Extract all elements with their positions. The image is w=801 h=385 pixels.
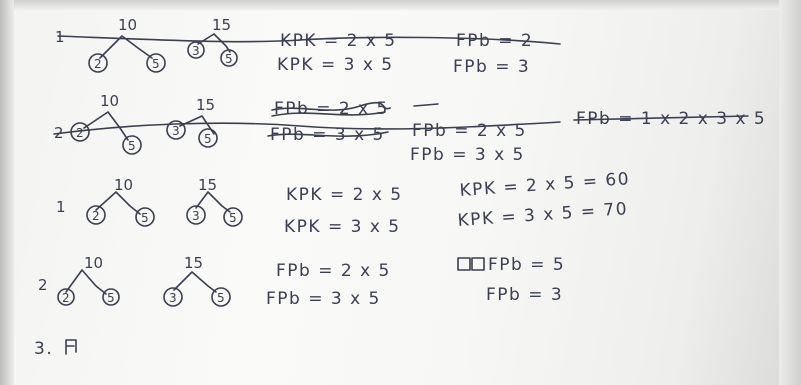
row-2-tree-b-left: 3 bbox=[172, 124, 180, 138]
row-1-tree-b-root: 15 bbox=[212, 16, 231, 34]
row-3: 1 10 2 5 15 3 5 KPK = 2 x 5 KPK = 3 x 5 … bbox=[56, 169, 631, 237]
row-2-col4-line2: FPb = 3 x 5 bbox=[410, 145, 525, 165]
row-3-tree-b-left-circle bbox=[186, 205, 206, 225]
row-2-col4-scribble bbox=[413, 103, 439, 107]
row-2-col4-line1: FPb = 2 x 5 bbox=[412, 121, 527, 141]
row-2-tree-b: 15 3 5 bbox=[166, 96, 218, 148]
paper-edge-right bbox=[779, 0, 801, 385]
row-3-tree-b-right-circle bbox=[223, 207, 243, 227]
row-1-tree-a: 10 2 5 bbox=[88, 16, 166, 73]
row-4-label: 2 bbox=[38, 276, 48, 294]
row-4-tree-a: 10 2 5 bbox=[57, 254, 120, 306]
row-4-col3-line1: FPb = 2 x 5 bbox=[276, 261, 391, 281]
footer-label: 3. bbox=[34, 339, 53, 359]
row-2-tree-a-right-circle bbox=[122, 135, 142, 155]
row-4: 2 10 2 5 15 3 5 FPb = 2 x 5 FPb = 3 x 5 … bbox=[38, 254, 565, 309]
row-1-tree-a-branches bbox=[99, 35, 153, 59]
row-1-col4-line1: FPb = 2 bbox=[456, 31, 533, 51]
row-4-tree-a-right: 5 bbox=[107, 291, 115, 305]
row-2-tree-a-root: 10 bbox=[100, 92, 119, 110]
row-4-tree-b-left: 3 bbox=[169, 291, 177, 305]
row-1-tree-b-right: 5 bbox=[225, 52, 233, 66]
row-1-tree-a-root: 10 bbox=[118, 16, 137, 34]
row-2: 2 10 2 5 15 3 5 FPb = 2 x 5 FPb = 3 x 5 … bbox=[53, 92, 766, 165]
row-3-col3-line2: KPK = 3 x 5 bbox=[284, 217, 401, 237]
row-2-tree-b-branches bbox=[179, 115, 215, 135]
footer-scribble bbox=[65, 339, 77, 355]
row-4-tree-a-left-circle bbox=[57, 288, 75, 306]
paper-edge-top bbox=[0, 0, 801, 10]
row-2-tree-a: 10 2 5 bbox=[70, 92, 142, 155]
row-4-tree-b-root: 15 bbox=[184, 254, 203, 272]
row-3-tree-b-branches bbox=[195, 191, 231, 213]
row-2-tree-b-right-circle bbox=[198, 128, 218, 148]
row-1-tree-b-branches bbox=[197, 33, 231, 53]
row-3-tree-a-left: 2 bbox=[92, 209, 100, 223]
row-1-strike-line bbox=[57, 35, 561, 45]
row-1-tree-a-left-circle bbox=[88, 53, 108, 73]
row-1-col4-line2: FPb = 3 bbox=[453, 57, 530, 77]
row-1-tree-b-left-circle bbox=[187, 41, 205, 59]
row-4-col4-line1: FPb = 5 bbox=[488, 255, 565, 275]
row-2-tree-a-left: 2 bbox=[76, 126, 84, 140]
row-2-col5-strike bbox=[573, 115, 749, 121]
row-4-col4-line2: FPb = 3 bbox=[486, 285, 563, 305]
row-2-col3-scribble bbox=[267, 101, 391, 137]
row-3-tree-a-branches bbox=[95, 191, 141, 215]
row-3-tree-a-right-circle bbox=[135, 207, 155, 227]
row-2-tree-a-right: 5 bbox=[128, 139, 136, 153]
row-3-col4-line1: KPK = 2 x 5 = 60 bbox=[459, 169, 631, 201]
row-2-col5: FPb = 1 x 2 x 3 x 5 bbox=[576, 109, 766, 129]
row-3-col4-line2: KPK = 3 x 5 = 70 bbox=[457, 199, 629, 231]
row-4-tree-b: 15 3 5 bbox=[163, 254, 231, 307]
row-2-tree-a-branches bbox=[83, 111, 129, 141]
row-3-tree-b-right: 5 bbox=[229, 211, 237, 225]
row-4-col4-scribble bbox=[457, 257, 485, 271]
row-1-col3-line1: KPK = 2 x 5 bbox=[280, 31, 397, 51]
row-1-tree-a-left: 2 bbox=[94, 57, 102, 71]
row-3-tree-b-root: 15 bbox=[198, 176, 217, 194]
row-2-strike-line bbox=[53, 121, 561, 135]
row-2-tree-b-right: 5 bbox=[204, 132, 212, 146]
row-3-tree-a-left-circle bbox=[86, 205, 106, 225]
row-4-tree-b-left-circle bbox=[163, 287, 183, 307]
row-1-tree-b: 15 3 5 bbox=[187, 16, 238, 67]
row-5: 3. bbox=[34, 339, 77, 359]
row-4-col3-line2: FPb = 3 x 5 bbox=[266, 289, 381, 309]
row-3-col3-line1: KPK = 2 x 5 bbox=[286, 185, 403, 205]
row-1-col3-line2: KPK = 3 x 5 bbox=[277, 55, 394, 75]
row-4-tree-a-left: 2 bbox=[62, 291, 70, 305]
row-1-tree-b-right-circle bbox=[220, 49, 238, 67]
paper-edge-left bbox=[0, 0, 14, 385]
row-1-label: 1 bbox=[55, 28, 65, 46]
row-4-tree-b-branches bbox=[173, 271, 217, 293]
row-3-tree-b-left: 3 bbox=[192, 209, 200, 223]
row-4-tree-a-root: 10 bbox=[84, 254, 103, 272]
row-1-tree-b-left: 3 bbox=[192, 44, 200, 58]
row-2-tree-b-root: 15 bbox=[196, 96, 215, 114]
row-1-tree-a-right: 5 bbox=[152, 57, 160, 71]
row-4-tree-b-right: 5 bbox=[217, 291, 225, 305]
row-3-tree-a-right: 5 bbox=[141, 211, 149, 225]
row-1: 1 10 2 5 15 3 5 KPK = 2 x 5 KPK = 3 x 5 … bbox=[55, 16, 561, 77]
row-3-label: 1 bbox=[56, 198, 66, 216]
row-3-tree-a-root: 10 bbox=[114, 176, 133, 194]
row-1-tree-a-right-circle bbox=[146, 53, 166, 73]
row-4-tree-b-right-circle bbox=[211, 287, 231, 307]
row-4-tree-a-branches bbox=[65, 269, 107, 295]
row-4-tree-a-right-circle bbox=[102, 288, 120, 306]
row-3-tree-a: 10 2 5 bbox=[86, 176, 155, 227]
row-3-tree-b: 15 3 5 bbox=[186, 176, 243, 227]
row-2-tree-b-left-circle bbox=[166, 120, 186, 140]
